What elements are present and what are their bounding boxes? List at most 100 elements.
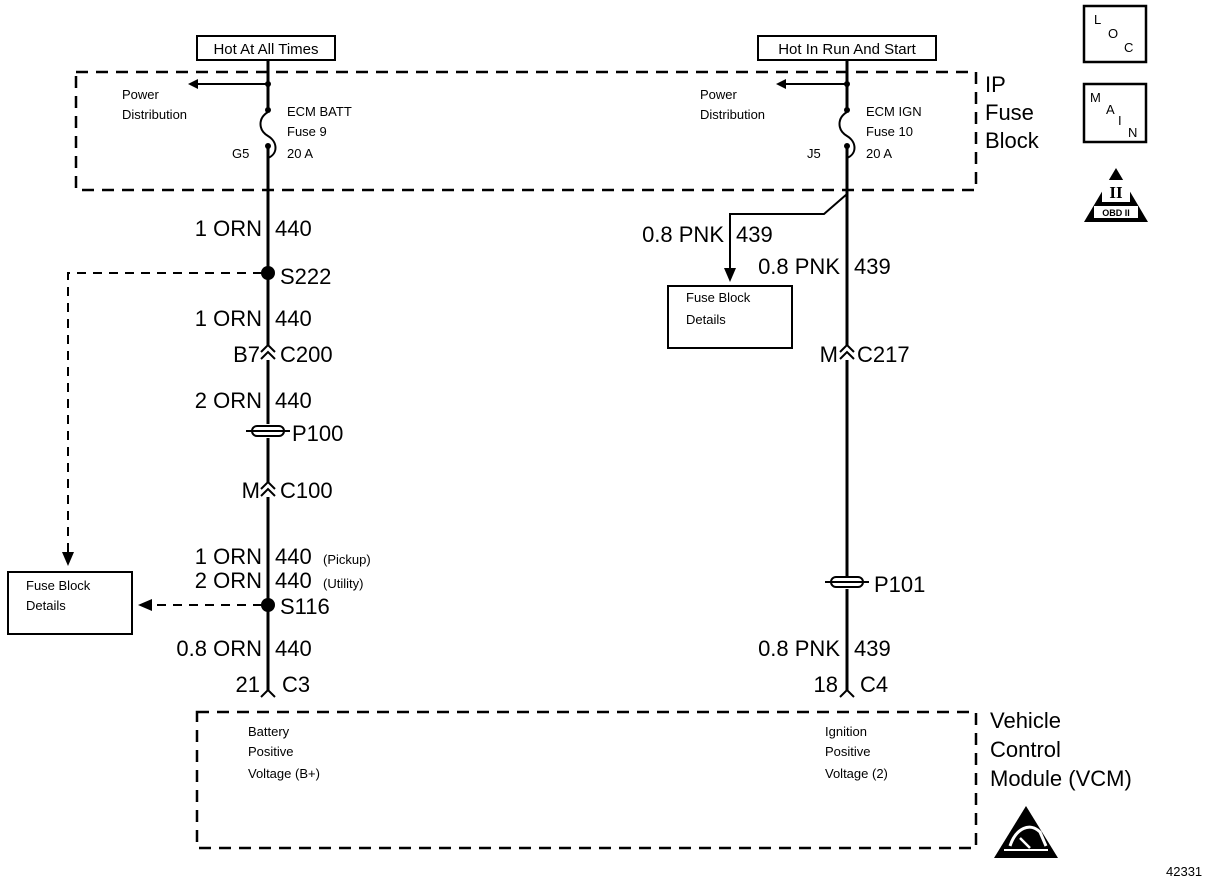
right-fuse-block-details-2: Details	[686, 312, 726, 327]
left-wire2-gauge: 1 ORN	[195, 306, 262, 331]
obd-ii-icon: II OBD II	[1084, 168, 1148, 222]
right-wire1-gauge: 0.8 PNK	[758, 254, 840, 279]
vcm-name-2: Control	[990, 737, 1061, 762]
main-icon-m: M	[1090, 90, 1101, 105]
vcm-right-input-2: Positive	[825, 744, 871, 759]
vcm-right-input-1: Ignition	[825, 724, 867, 739]
source-hot-in-run-label: Hot In Run And Start	[778, 41, 916, 58]
ecm-ign-fuse-number: Fuse 10	[866, 124, 913, 139]
left-wire4-num: 440	[275, 544, 312, 569]
ecm-ign-fuse-rating: 20 A	[866, 146, 892, 161]
connector-c217-icon	[839, 343, 855, 360]
right-terminal-j5: J5	[807, 146, 821, 161]
ecm-ign-fuse-name: ECM IGN	[866, 104, 922, 119]
connector-c3-pin: 21	[236, 672, 260, 697]
splice-s116-label: S116	[280, 594, 330, 619]
s222-to-fuse-details-dashed-line	[67, 272, 262, 552]
source-hot-at-all-times-label: Hot At All Times	[213, 41, 318, 58]
loc-icon-l: L	[1094, 12, 1101, 27]
left-wire4-gauge: 1 ORN	[195, 544, 262, 569]
left-wire1-num: 440	[275, 216, 312, 241]
source-hot-at-all-times: Hot At All Times	[196, 35, 336, 61]
vcm-name-1: Vehicle	[990, 708, 1061, 733]
ip-fuse-block-boundary	[74, 70, 978, 192]
vcm-left-input-2: Positive	[248, 744, 294, 759]
ip-fuse-block-name-2: Fuse	[985, 100, 1034, 125]
s222-arrow-icon	[62, 552, 74, 566]
left-terminal-g5: G5	[232, 146, 249, 161]
right-circuit: 0.8 PNK 439 0.8 PNK 439 Fuse Block Detai…	[642, 190, 925, 698]
connector-c217-label: C217	[857, 342, 910, 367]
left-wire1-gauge: 1 ORN	[195, 216, 262, 241]
ecm-batt-fuse-name: ECM BATT	[287, 104, 352, 119]
obd-ii-label: OBD II	[1102, 208, 1130, 218]
main-icon-a: A	[1106, 102, 1115, 117]
connector-c100-pin: M	[242, 478, 260, 503]
vcm-left-input-3: Voltage (B+)	[248, 766, 320, 781]
ecm-batt-fuse-icon	[259, 111, 277, 159]
figure-number: 42331	[1166, 864, 1202, 879]
right-branch-num: 439	[736, 222, 773, 247]
connector-c4-icon	[839, 688, 855, 698]
left-wire5-gauge: 2 ORN	[195, 568, 262, 593]
left-circuit: 1 ORN 440 S222 1 ORN 440 B7 C200 2 ORN 4…	[7, 190, 371, 698]
right-wire2-num: 439	[854, 636, 891, 661]
left-wire5-note: (Utility)	[323, 576, 363, 591]
connector-c100-icon	[260, 480, 276, 497]
right-wire1-num: 439	[854, 254, 891, 279]
left-fuse-block-details-1: Fuse Block	[26, 578, 91, 593]
left-wire3-num: 440	[275, 388, 312, 413]
right-branch-arrow-icon	[724, 268, 736, 282]
vcm-name-3: Module (VCM)	[990, 766, 1132, 791]
obd-ii-roman: II	[1109, 183, 1123, 202]
connector-c4-label: C4	[860, 672, 888, 697]
connector-c200-pin: B7	[233, 342, 260, 367]
vcm-right-input-3: Voltage (2)	[825, 766, 888, 781]
right-branch-gauge: 0.8 PNK	[642, 222, 724, 247]
left-power-dist-1: Power	[122, 87, 160, 102]
ecm-batt-fuse-number: Fuse 9	[287, 124, 327, 139]
connector-c217-pin: M	[820, 342, 838, 367]
connector-c4-pin: 18	[814, 672, 838, 697]
connector-c100-label: C100	[280, 478, 333, 503]
connector-c3-icon	[260, 688, 276, 698]
left-wire5-num: 440	[275, 568, 312, 593]
right-power-dist-2: Distribution	[700, 107, 765, 122]
left-wire4-note: (Pickup)	[323, 552, 371, 567]
left-power-dist-2: Distribution	[122, 107, 187, 122]
vcm-left-input-1: Battery	[248, 724, 290, 739]
ecm-ign-fuse-icon	[838, 111, 856, 159]
connector-c3-label: C3	[282, 672, 310, 697]
main-icon: M A I N	[1082, 82, 1148, 144]
right-fuse-section: Power Distribution ECM IGN Fuse 10 20 A …	[700, 60, 922, 190]
left-wire2-num: 440	[275, 306, 312, 331]
loc-icon: L O C	[1082, 4, 1148, 64]
left-wire3-gauge: 2 ORN	[195, 388, 262, 413]
splice-s222-icon	[261, 266, 275, 280]
left-fuse-block-details-2: Details	[26, 598, 66, 613]
loc-icon-o: O	[1108, 26, 1118, 41]
ip-fuse-block-name-3: Block	[985, 128, 1040, 153]
main-icon-i: I	[1118, 113, 1122, 128]
right-fuse-block-details-box: Fuse Block Details	[667, 285, 793, 349]
left-fuse-section: Power Distribution ECM BATT Fuse 9 20 A …	[122, 60, 352, 190]
esd-warning-icon	[994, 806, 1058, 858]
ip-fuse-block-name-1: IP	[985, 72, 1006, 97]
vcm-boundary	[195, 710, 978, 850]
loc-icon-c: C	[1124, 40, 1133, 55]
left-fuse-block-details-box: Fuse Block Details	[7, 571, 133, 635]
connector-c200-icon	[260, 343, 276, 360]
ecm-batt-fuse-rating: 20 A	[287, 146, 313, 161]
right-power-dist-1: Power	[700, 87, 738, 102]
passthru-p100-icon	[246, 425, 290, 437]
source-hot-in-run-and-start: Hot In Run And Start	[757, 35, 937, 61]
splice-s116-icon	[261, 598, 275, 612]
right-branch-wire	[729, 193, 848, 272]
right-wire2-gauge: 0.8 PNK	[758, 636, 840, 661]
s116-arrow-icon	[138, 599, 152, 611]
left-wire6-gauge: 0.8 ORN	[176, 636, 262, 661]
left-wire6-num: 440	[275, 636, 312, 661]
main-icon-n: N	[1128, 125, 1137, 140]
passthru-p100-label: P100	[292, 421, 343, 446]
